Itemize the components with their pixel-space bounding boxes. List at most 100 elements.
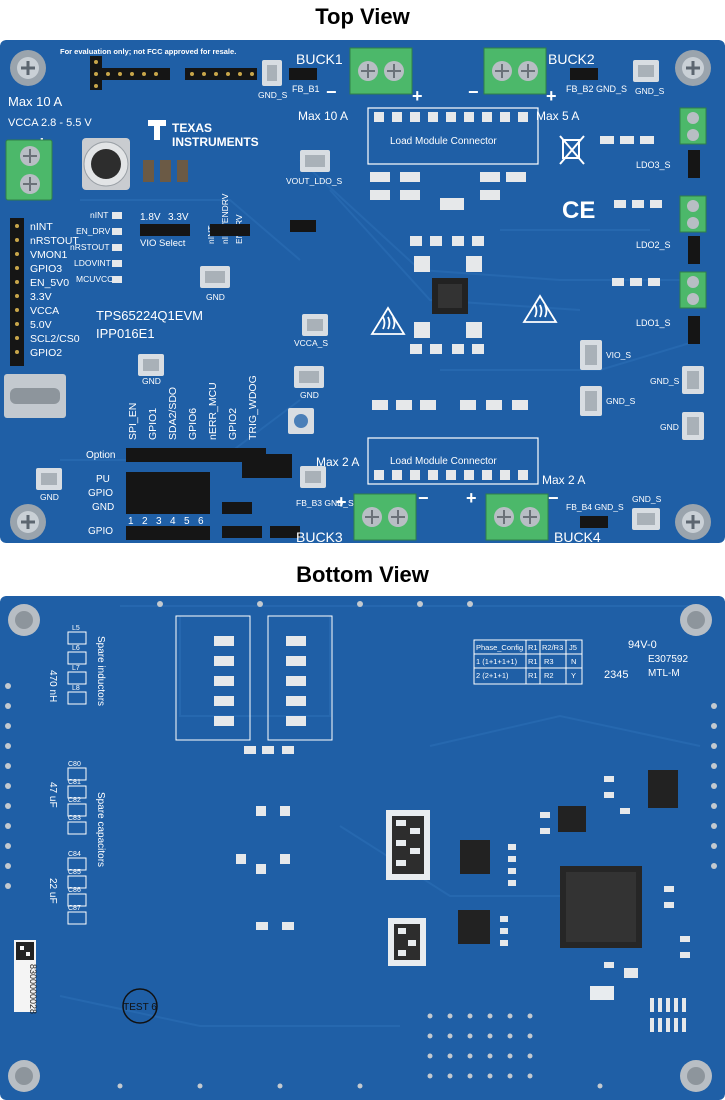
j33-header[interactable]: [242, 454, 292, 478]
test-point-tp1[interactable]: [300, 150, 330, 172]
tp10-label: GND_S: [632, 494, 662, 504]
gpio-option-header[interactable]: [126, 448, 266, 462]
buck2-terminal-block[interactable]: [483, 47, 547, 95]
buck3-label: BUCK3: [296, 529, 343, 543]
test-point-tp6[interactable]: [580, 386, 602, 416]
screw-icon: [8, 1060, 40, 1092]
cap-ref-c84: C84: [68, 851, 81, 858]
test-point-tp16[interactable]: [262, 60, 282, 86]
minus-sign: −: [418, 488, 429, 508]
buck2-fb-label: FB_B2 GND_S: [566, 84, 627, 94]
fcc-notice: For evaluation only; not FCC approved fo…: [60, 47, 236, 56]
buck1-fb-label: FB_B1: [292, 84, 320, 94]
phase-header-2: R2/R3: [542, 643, 563, 652]
tp13-label: GND_S: [635, 86, 665, 96]
gpio-num-1: 1: [128, 516, 134, 527]
gpio-row-gpio: GPIO: [88, 488, 113, 499]
mcu-chip: [560, 866, 642, 948]
test-stamp: TEST 6: [122, 988, 158, 1024]
buck1-terminal-block[interactable]: [349, 47, 413, 95]
ti-logo-icon: [148, 120, 166, 140]
dip-switch-s2[interactable]: [388, 918, 426, 966]
pushbutton[interactable]: [288, 408, 314, 434]
inductor-ref-l6: L6: [72, 645, 80, 652]
cap-ref-c80: C80: [68, 761, 81, 768]
test-point-tp2[interactable]: [682, 366, 704, 394]
gpio-row-pu: PU: [96, 474, 110, 485]
test-point-tp8[interactable]: [300, 466, 326, 488]
buck3-terminal-block[interactable]: [353, 493, 417, 541]
plus-sign: +: [466, 488, 477, 508]
minus-sign: −: [326, 82, 337, 102]
led-label-1: nINT: [90, 210, 108, 220]
bottom-view-heading: Bottom View: [296, 562, 429, 587]
test-point-tp15[interactable]: [200, 266, 230, 288]
power-terminal-block[interactable]: [5, 139, 53, 201]
screw-icon: [675, 504, 711, 540]
buck4-terminal-block[interactable]: [485, 493, 549, 541]
cap-value-22: 22 uF: [47, 878, 58, 904]
led-label-2: EN_DRV: [76, 226, 111, 236]
j35-jumper[interactable]: [290, 220, 316, 232]
gpio-num-5: 5: [184, 516, 190, 527]
usb-c-connector[interactable]: [4, 374, 66, 418]
board-name: TPS65224Q1EVM: [96, 308, 203, 323]
j19-jumper[interactable]: [210, 224, 250, 236]
tp9-label: GND: [660, 422, 679, 432]
load-module-connector-top: Load Module Connector: [390, 136, 497, 147]
test-point-tp12[interactable]: [36, 468, 62, 490]
ce-mark-icon: CE: [562, 197, 595, 224]
buck4-label: BUCK4: [554, 529, 601, 543]
cap-ref-c81: C81: [68, 779, 81, 786]
barcode-label: [14, 940, 36, 1012]
ic-u9: [460, 840, 490, 874]
ldo1-terminal[interactable]: [679, 271, 707, 309]
barcode-text: 8300000028: [28, 964, 38, 1014]
top-view-heading: Top View: [315, 4, 410, 29]
phase-header-3: J5: [569, 643, 577, 652]
test-point-tp9[interactable]: [682, 412, 704, 440]
dip-switch-s1[interactable]: [386, 810, 430, 880]
minus-sign: −: [548, 488, 559, 508]
ldo2-terminal[interactable]: [679, 195, 707, 233]
inductor-ref-l8: L8: [72, 685, 80, 692]
led-label-4: LDOVINT: [74, 258, 111, 268]
cap-ref-c82: C82: [68, 797, 81, 804]
tp12-label: GND: [40, 492, 59, 502]
board-rev: IPP016E1: [96, 326, 155, 341]
screw-icon: [8, 604, 40, 636]
buck3-fb-label: FB_B3 GND_S: [296, 498, 354, 508]
phase-cell-0-2: R3: [544, 657, 554, 666]
ldo1-label: LDO1_S: [636, 318, 671, 328]
tp2-label: GND_S: [650, 376, 680, 386]
test-point-tp5[interactable]: [302, 314, 328, 336]
top-board: For evaluation only; not FCC approved fo…: [0, 40, 725, 543]
ldo3-label: LDO3_S: [636, 160, 671, 170]
vio-select-jumper[interactable]: [140, 224, 190, 236]
ic-u6: [458, 910, 490, 944]
cap-ref-c87: C87: [68, 905, 81, 912]
test-point-tp13[interactable]: [633, 60, 659, 82]
test-point-tp11[interactable]: [138, 354, 164, 376]
gpio-col-4: GPIO6: [187, 408, 199, 440]
gpio-col-7: TRIG_WDOG: [247, 375, 259, 440]
test-point-tp3[interactable]: [580, 340, 602, 370]
gpio-col-5: nERR_MCU: [207, 382, 219, 440]
gpio-bottom-header[interactable]: [126, 526, 210, 540]
j25-pin-7: VCCA: [30, 305, 59, 317]
vcca-range-label: VCCA 2.8 - 5.5 V: [8, 117, 92, 129]
tp14-label: GND: [300, 390, 319, 400]
test-point-tp14[interactable]: [294, 366, 324, 388]
header-j25[interactable]: [10, 218, 24, 366]
buck2-max-label: Max 5 A: [536, 109, 579, 123]
ldo3-terminal[interactable]: [679, 107, 707, 145]
phase-cell-0-1: R1: [528, 657, 538, 666]
test-point-tp10[interactable]: [632, 508, 660, 530]
gpio-pu-gpio-gnd-header[interactable]: [126, 472, 210, 514]
ul-file: E307592: [648, 654, 688, 665]
cap-value-47: 47 uF: [47, 782, 58, 808]
top-board-svg: For evaluation only; not FCC approved fo…: [0, 40, 725, 543]
phase-cell-0-0: 1 (1+1+1+1): [476, 657, 518, 666]
bottom-board: L5 L6 L7 L8 C80 C81 C82 C83 C84 C85 C86 …: [0, 596, 725, 1100]
j19-label-2: nINT/ENDRV: [220, 193, 230, 244]
